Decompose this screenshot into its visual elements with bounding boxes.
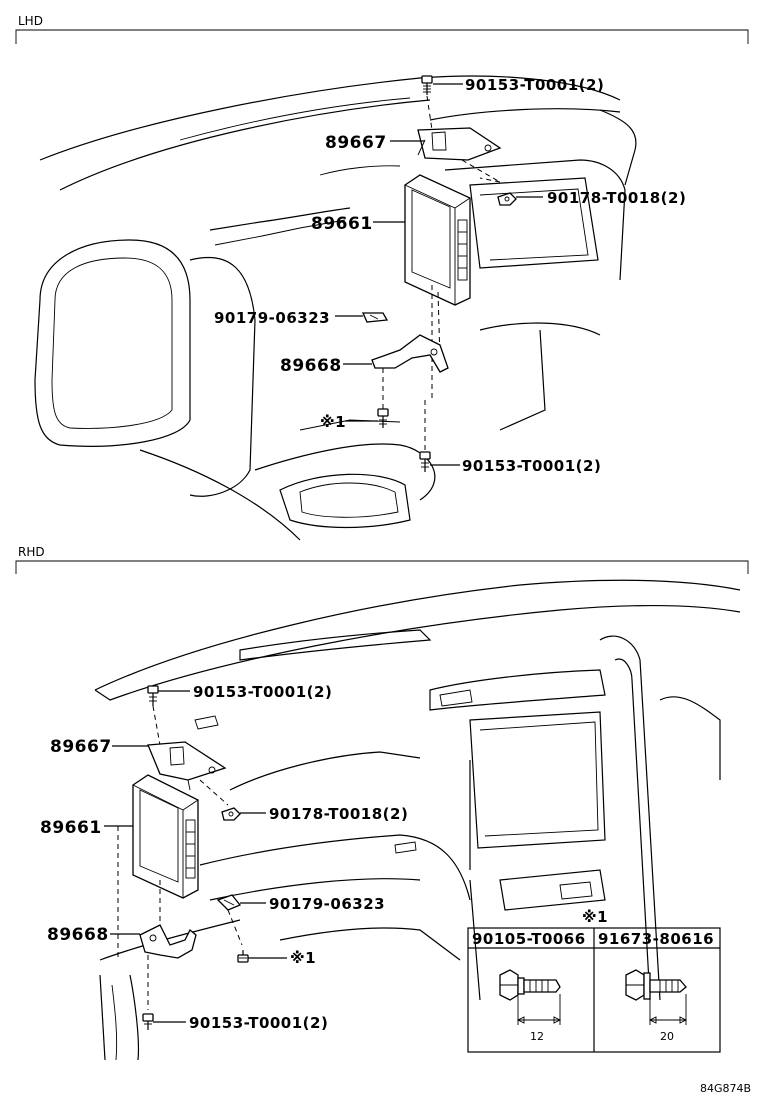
bolt-icon: [625, 969, 687, 1001]
control-module-icon: [404, 174, 471, 306]
nut-icon: [497, 192, 517, 206]
lhd-label-ref1: ※1: [320, 413, 346, 431]
rhd-heading: RHD: [18, 545, 45, 559]
rhd-label-bracket-lower: 89668: [47, 925, 109, 945]
rhd-label-nut: 90178-T0018(2): [269, 805, 408, 823]
lhd-label-bracket-lower: 89668: [280, 356, 342, 376]
diagram-code: 84G874B: [700, 1082, 751, 1095]
rhd-section-bracket: [15, 560, 749, 574]
legend-mark: ※1: [582, 908, 608, 926]
legend-dim-1: 12: [530, 1030, 544, 1043]
clip-icon: [361, 312, 389, 323]
bolt-icon: [421, 75, 433, 95]
rhd-bolt-top: 90153-T0001(2): [147, 683, 332, 746]
rhd-label-ref1: ※1: [290, 949, 316, 967]
rhd-dashboard: [94, 579, 741, 1061]
lhd-section-bracket: [15, 29, 749, 44]
rhd-bolt-bottom: 90153-T0001(2): [142, 1013, 328, 1032]
bolt-icon: [147, 685, 159, 706]
lhd-bracket-lower: 89668: [280, 334, 449, 410]
bolt-icon: [237, 950, 249, 963]
legend-dim-2: 20: [660, 1030, 674, 1043]
lhd-label-computer: 89661: [311, 214, 373, 234]
lhd-section: LHD: [15, 14, 749, 541]
rhd-bracket-upper: 89667: [50, 737, 229, 806]
legend-part-1: 90105-T0066: [472, 930, 586, 948]
bolt-icon: [419, 451, 431, 472]
bolt-icon: [499, 969, 561, 1001]
rhd-label-bracket-upper: 89667: [50, 737, 112, 757]
lhd-label-clip: 90179-06323: [214, 309, 330, 327]
lhd-clip: 90179-06323: [214, 309, 389, 327]
rhd-bracket-lower: 89668: [47, 924, 197, 1010]
lhd-nut: 90178-T0018(2): [497, 189, 686, 207]
rhd-ref-bolt: ※1: [237, 949, 316, 967]
legend-part-2: 91673-80616: [598, 930, 714, 948]
ref-legend: ※1 90105-T0066 91673-80616 12: [467, 908, 721, 1053]
rhd-computer: 89661: [40, 774, 199, 960]
lhd-bracket-upper: 89667: [325, 127, 502, 183]
bolt-icon: [142, 1013, 154, 1030]
bracket-icon: [417, 127, 502, 161]
bracket-icon: [147, 741, 227, 791]
lhd-bolt-bottom: 90153-T0001(2): [419, 400, 601, 475]
bracket-icon: [139, 924, 197, 959]
lhd-label-bracket-upper: 89667: [325, 133, 387, 153]
lhd-dashboard: [34, 75, 637, 541]
rhd-label-computer: 89661: [40, 818, 102, 838]
rhd-nut: 90178-T0018(2): [221, 805, 408, 823]
lhd-label-bolt-top: 90153-T0001(2): [465, 76, 604, 94]
lhd-heading: LHD: [18, 14, 43, 28]
rhd-section: RHD: [15, 545, 749, 1061]
rhd-label-bolt-bottom: 90153-T0001(2): [189, 1014, 328, 1032]
bolt-icon: [377, 408, 389, 428]
lhd-label-bolt-bottom: 90153-T0001(2): [462, 457, 601, 475]
rhd-label-bolt-top: 90153-T0001(2): [193, 683, 332, 701]
lhd-label-nut: 90178-T0018(2): [547, 189, 686, 207]
rhd-clip: 90179-06323: [216, 894, 385, 946]
lhd-bolt-top: 90153-T0001(2): [421, 75, 604, 131]
control-module-icon: [132, 774, 199, 899]
bracket-icon: [371, 334, 449, 373]
nut-icon: [221, 807, 241, 821]
clip-icon: [216, 894, 242, 911]
lhd-ref-bolt: ※1: [320, 408, 389, 431]
rhd-label-clip: 90179-06323: [269, 895, 385, 913]
